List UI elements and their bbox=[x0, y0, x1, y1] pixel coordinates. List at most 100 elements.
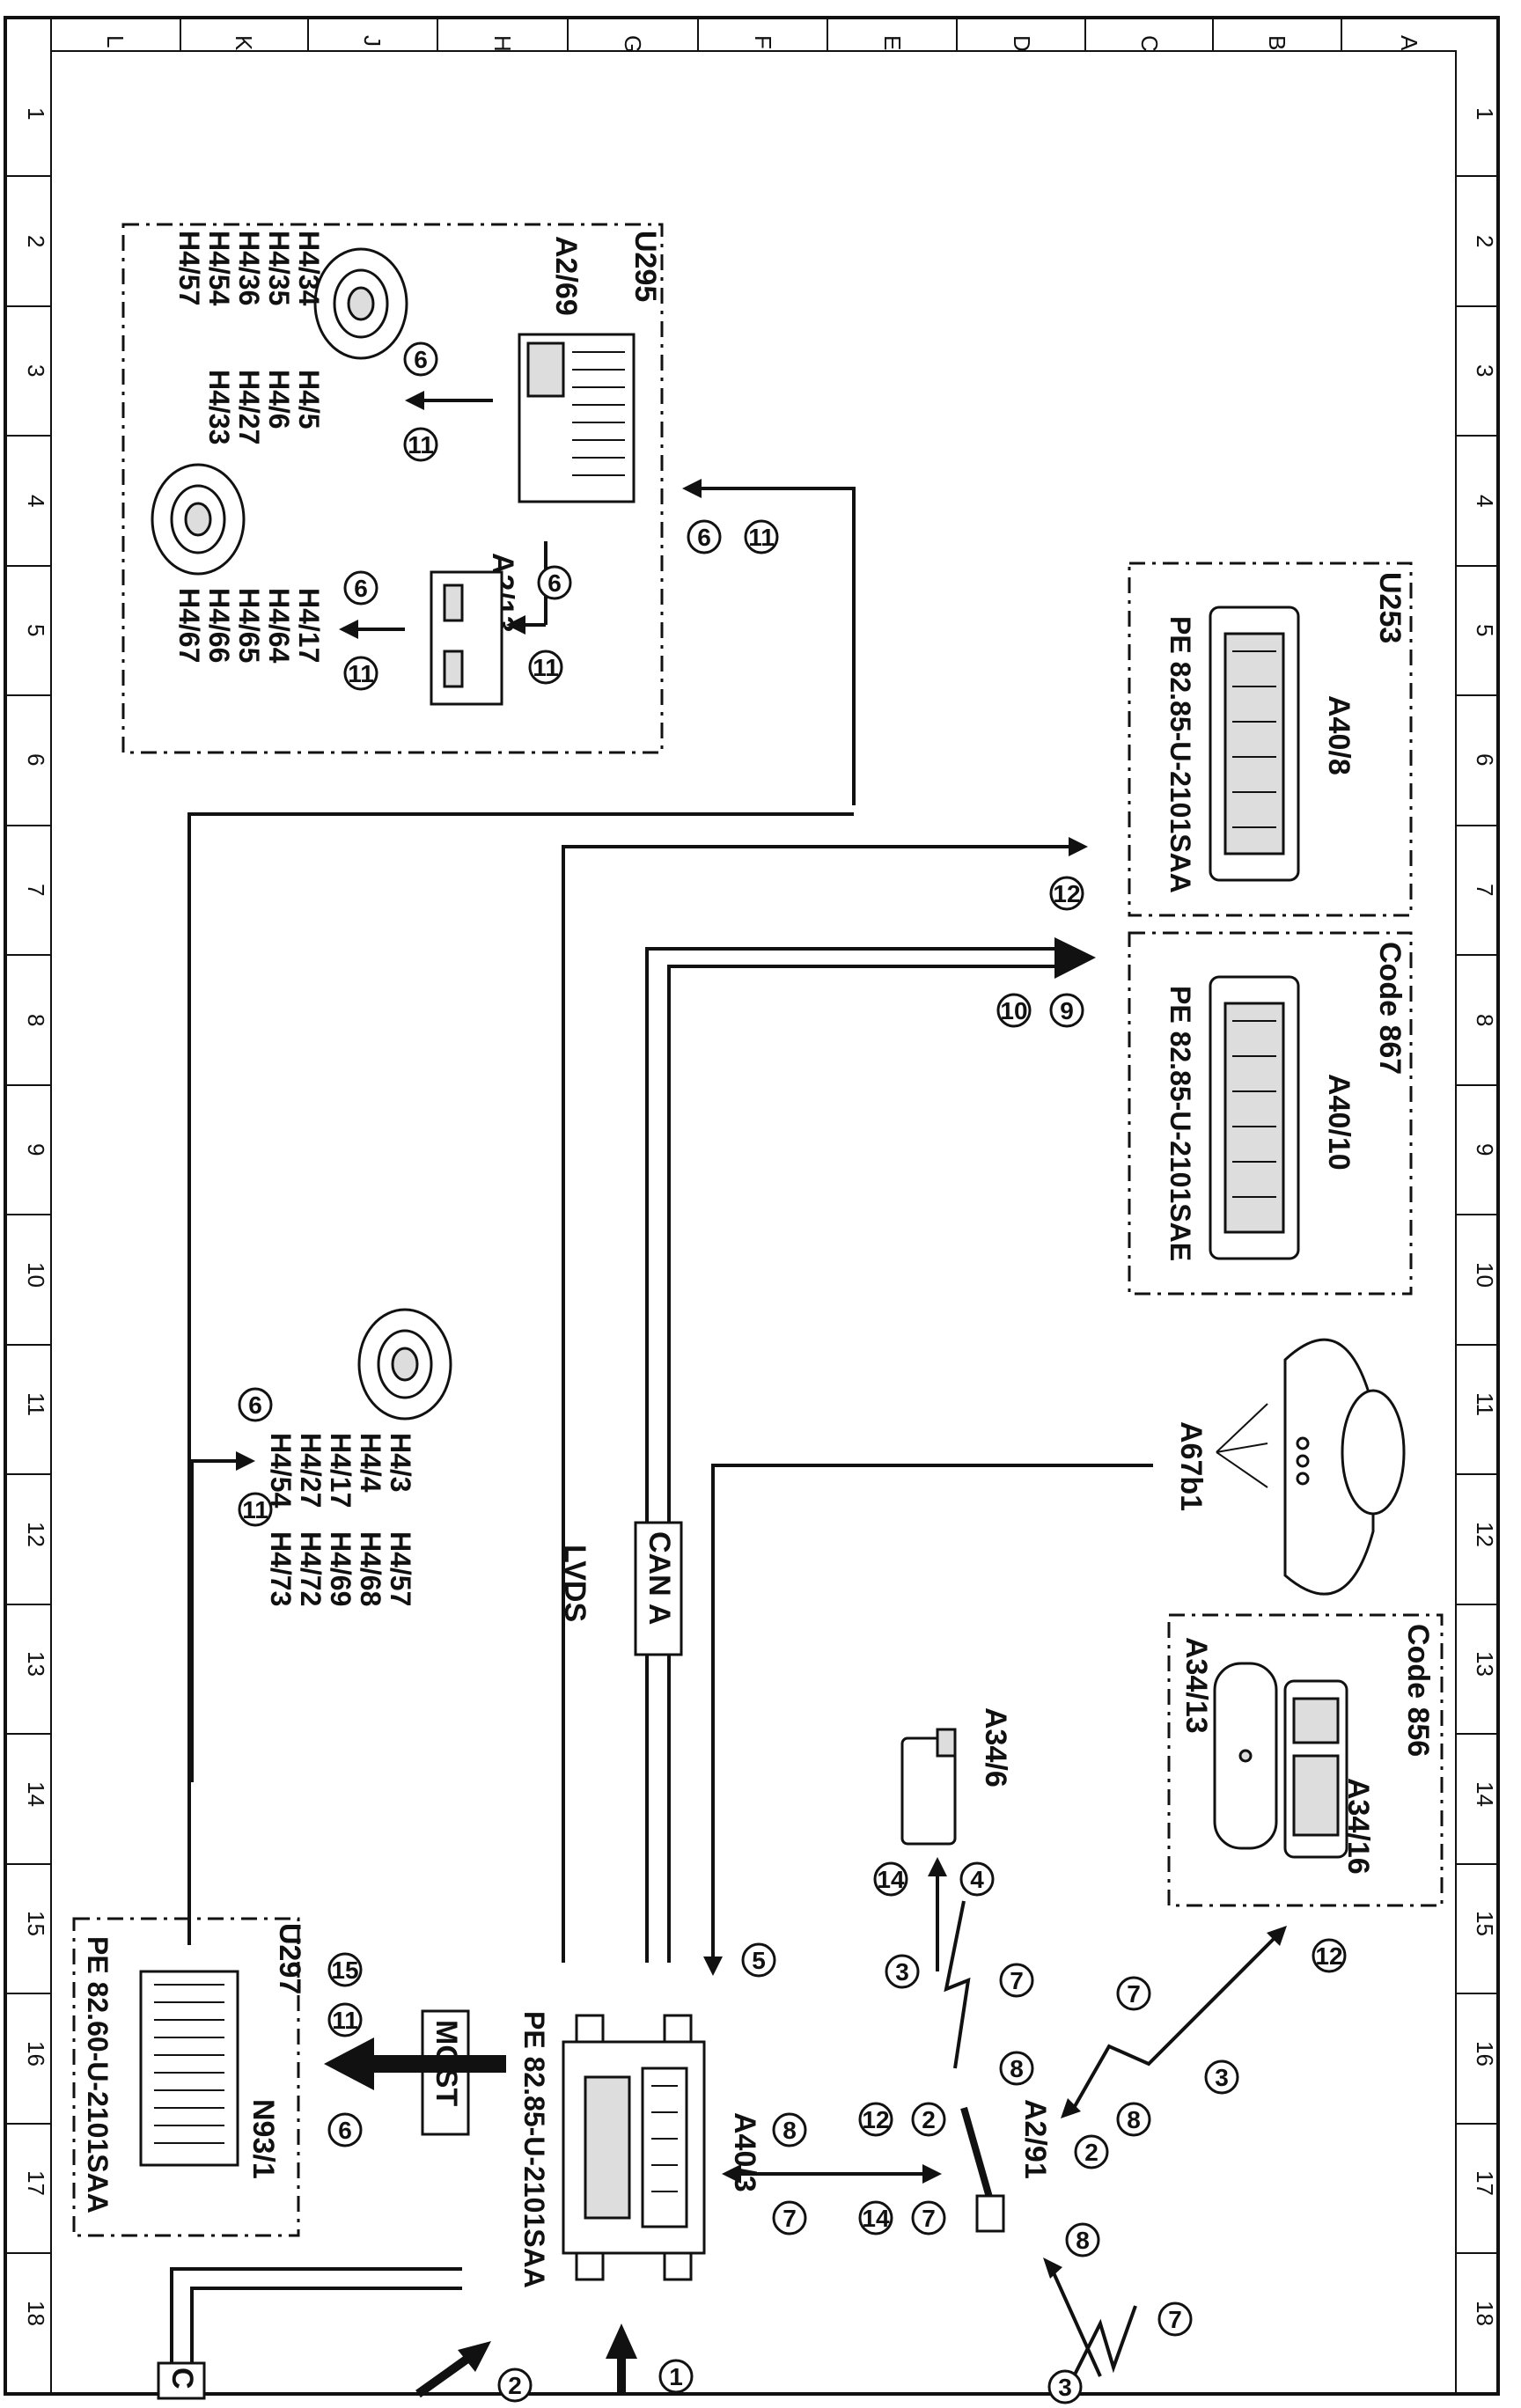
u253-ref: PE 82.85-U-2101SAA bbox=[1165, 616, 1196, 893]
ruler-number-6: 6 bbox=[23, 753, 49, 766]
n93-1-device bbox=[139, 1970, 239, 2167]
a67b1-label: A67b1 bbox=[1174, 1421, 1208, 1511]
speaker-label: H4/27 bbox=[233, 370, 265, 444]
svg-text:10: 10 bbox=[1000, 997, 1027, 1024]
callout-7: 7 bbox=[999, 1963, 1034, 1998]
svg-text:12: 12 bbox=[1315, 1942, 1342, 1970]
speaker-label: H4/64 bbox=[263, 588, 295, 664]
ruler-number-2: 2 bbox=[23, 235, 49, 247]
svg-text:5: 5 bbox=[752, 1947, 766, 1974]
a2-91-device bbox=[960, 2106, 1005, 2233]
svg-text:12: 12 bbox=[862, 2106, 889, 2133]
speaker-label: H4/6 bbox=[263, 370, 295, 429]
speaker-label: H4/67 bbox=[173, 588, 205, 663]
group-code856: Code 856 A34/13 A34/16 bbox=[1167, 1613, 1444, 1907]
ruler-number-r3: 3 bbox=[1472, 364, 1498, 377]
ruler-number-r4: 4 bbox=[1472, 495, 1498, 507]
ruler-letter-b: B bbox=[1264, 35, 1290, 50]
a2-91-label: A2/91 bbox=[1018, 2099, 1052, 2179]
svg-text:7: 7 bbox=[1127, 1980, 1141, 2008]
display-a40-10 bbox=[1209, 975, 1300, 1260]
a34-6-device bbox=[900, 1728, 957, 1846]
speaker-label: H4/66 bbox=[203, 588, 235, 663]
svg-text:8: 8 bbox=[1076, 2227, 1090, 2254]
ruler-letter-d: D bbox=[1009, 35, 1035, 52]
callout-6: 6 bbox=[537, 565, 572, 600]
svg-text:11: 11 bbox=[242, 1496, 268, 1523]
ruler-number-11: 11 bbox=[23, 1392, 49, 1416]
top-ruler: L K J H G F E D C B A bbox=[50, 18, 1422, 53]
group-u295: U295 A2/69 A2/13 bbox=[121, 223, 664, 754]
group-u253: U253 A40/8 PE 82.85-U-2101SAA bbox=[1128, 562, 1413, 917]
code856-label: Code 856 bbox=[1401, 1624, 1435, 1757]
svg-text:7: 7 bbox=[1168, 2306, 1182, 2333]
ruler-number-r2: 2 bbox=[1472, 235, 1498, 247]
u253-label: U253 bbox=[1373, 572, 1407, 643]
callout-7: 7 bbox=[772, 2200, 807, 2235]
callout-12: 12 bbox=[858, 2102, 893, 2137]
code867-ref: PE 82.85-U-2101SAE bbox=[1165, 986, 1196, 1261]
callout-12: 12 bbox=[1312, 1938, 1347, 1973]
svg-text:11: 11 bbox=[748, 524, 775, 551]
ruler-number-r5: 5 bbox=[1472, 624, 1498, 636]
speaker-label: H4/68 bbox=[355, 1531, 386, 1606]
ruler-number-1: 1 bbox=[23, 107, 49, 120]
svg-text:8: 8 bbox=[1010, 2055, 1024, 2082]
callout-11: 11 bbox=[343, 656, 378, 691]
svg-text:CAN A: CAN A bbox=[643, 1531, 676, 1625]
speaker-icon bbox=[151, 463, 246, 576]
callout-11: 11 bbox=[528, 650, 563, 685]
phone-a34-16 bbox=[1283, 1679, 1348, 1859]
svg-text:11: 11 bbox=[348, 660, 374, 687]
svg-text:8: 8 bbox=[783, 2117, 797, 2144]
svg-text:7: 7 bbox=[783, 2205, 797, 2232]
callout-3: 3 bbox=[885, 1954, 920, 1989]
callout-7: 7 bbox=[911, 2200, 946, 2235]
lvds-label: LVDS bbox=[558, 1545, 592, 1622]
group-code867: Code 867 A40/10 PE 82.85-U-2101SAE bbox=[1128, 931, 1413, 1296]
svg-text:11: 11 bbox=[408, 431, 434, 459]
left-ruler: 1 2 3 4 5 6 7 8 9 10 11 12 13 14 15 16 1… bbox=[5, 107, 51, 2326]
speaker-label: H4/33 bbox=[203, 370, 235, 444]
callout-4: 4 bbox=[959, 1861, 995, 1897]
inner-frame bbox=[50, 50, 1457, 2395]
svg-text:6: 6 bbox=[354, 575, 368, 602]
ruler-letter-g: G bbox=[620, 35, 646, 53]
ruler-number-r13: 13 bbox=[1472, 1651, 1498, 1677]
svg-text:11: 11 bbox=[332, 2007, 358, 2034]
ruler-number-r16: 16 bbox=[1472, 2041, 1498, 2067]
svg-text:9: 9 bbox=[1060, 997, 1074, 1024]
callout-11: 11 bbox=[238, 1492, 273, 1527]
callout-3: 3 bbox=[1047, 2369, 1083, 2404]
svg-text:6: 6 bbox=[338, 2117, 352, 2144]
svg-text:7: 7 bbox=[922, 2205, 936, 2232]
speaker-label: H4/17 bbox=[293, 588, 325, 663]
a40-3-label: A40/3 bbox=[728, 2112, 761, 2192]
can-bottom-label: C bbox=[165, 2368, 199, 2390]
callout-7: 7 bbox=[1116, 1976, 1151, 2011]
speaker-label: H4/4 bbox=[355, 1433, 386, 1493]
callout-5: 5 bbox=[741, 1942, 776, 1978]
callout-12: 12 bbox=[1049, 876, 1084, 911]
callout-11: 11 bbox=[403, 427, 438, 462]
speaker-label: H4/57 bbox=[385, 1531, 416, 1606]
ruler-number-8: 8 bbox=[23, 1014, 49, 1026]
a40-10-label: A40/10 bbox=[1322, 1074, 1356, 1171]
svg-text:6: 6 bbox=[697, 524, 711, 551]
a34-13-label: A34/13 bbox=[1179, 1637, 1213, 1734]
svg-text:11: 11 bbox=[533, 654, 559, 681]
speaker-label: H4/69 bbox=[325, 1531, 356, 1606]
display-a40-8 bbox=[1209, 606, 1300, 882]
ruler-number-15: 15 bbox=[23, 1911, 49, 1936]
svg-text:2: 2 bbox=[1084, 2139, 1098, 2166]
ruler-number-12: 12 bbox=[23, 1522, 49, 1547]
callout-6: 6 bbox=[238, 1387, 273, 1422]
speaker-icon bbox=[313, 247, 408, 360]
svg-text:2: 2 bbox=[922, 2106, 936, 2133]
a2-69-label: A2/69 bbox=[549, 236, 583, 316]
callout-7: 7 bbox=[1157, 2302, 1193, 2337]
ruler-number-r10: 10 bbox=[1472, 1262, 1498, 1288]
a2-69-device bbox=[518, 333, 636, 503]
callout-8: 8 bbox=[772, 2112, 807, 2147]
